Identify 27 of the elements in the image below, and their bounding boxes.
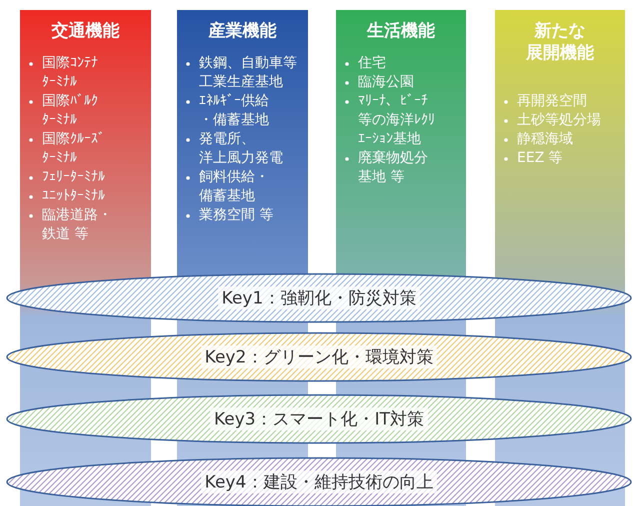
- list-item: 発電所、洋上風力発電: [199, 130, 284, 168]
- list-item: 国際ﾊﾞﾙｸﾀｰﾐﾅﾙ: [42, 92, 99, 130]
- list-item: 再開発空間: [517, 92, 588, 111]
- list-item: ﾌｪﾘｰﾀｰﾐﾅﾙ: [42, 168, 106, 187]
- list-item: EEZ 等: [517, 149, 564, 168]
- list-item: 廃棄物処分基地 等: [358, 149, 429, 187]
- list-item: 鉄鋼、自動車等工業生産基地: [199, 54, 298, 92]
- band-label: Key1：強靭化・防災対策: [218, 286, 420, 310]
- column-heading: 交通機能: [50, 20, 120, 42]
- column-heading: 生活機能: [366, 20, 436, 42]
- list-item: 業務空間 等: [199, 206, 274, 225]
- list-item: ﾏﾘｰﾅ、ﾋﾞｰﾁ等の海洋ﾚｸﾘｴｰｼｮﾝ基地: [358, 92, 436, 149]
- list-item: 国際ｺﾝﾃﾅﾀｰﾐﾅﾙ: [42, 54, 99, 92]
- list-item: 臨海公園: [358, 73, 415, 92]
- list-item: 国際ｸﾙｰｽﾞﾀｰﾐﾅﾙ: [42, 130, 106, 168]
- column-heading: 新たな展開機能: [524, 20, 595, 64]
- list-item: 臨港道路・鉄道 等: [42, 206, 113, 244]
- band-label: Key4：建設・維持技術の向上: [200, 470, 438, 494]
- column-heading: 産業機能: [208, 20, 278, 42]
- list-item: ﾕﾆｯﾄﾀｰﾐﾅﾙ: [42, 187, 106, 206]
- band-label: Key3：スマート化・IT対策: [210, 408, 428, 430]
- list-item: 静穏海域: [517, 130, 574, 149]
- list-item: ｴﾈﾙｷﾞｰ供給・備蓄基地: [199, 92, 270, 130]
- band-label: Key2：グリーン化・環境対策: [200, 346, 438, 368]
- list-item: 飼料供給・備蓄基地: [199, 168, 270, 206]
- list-item: 土砂等処分場: [517, 111, 602, 130]
- list-item: 住宅: [358, 54, 387, 73]
